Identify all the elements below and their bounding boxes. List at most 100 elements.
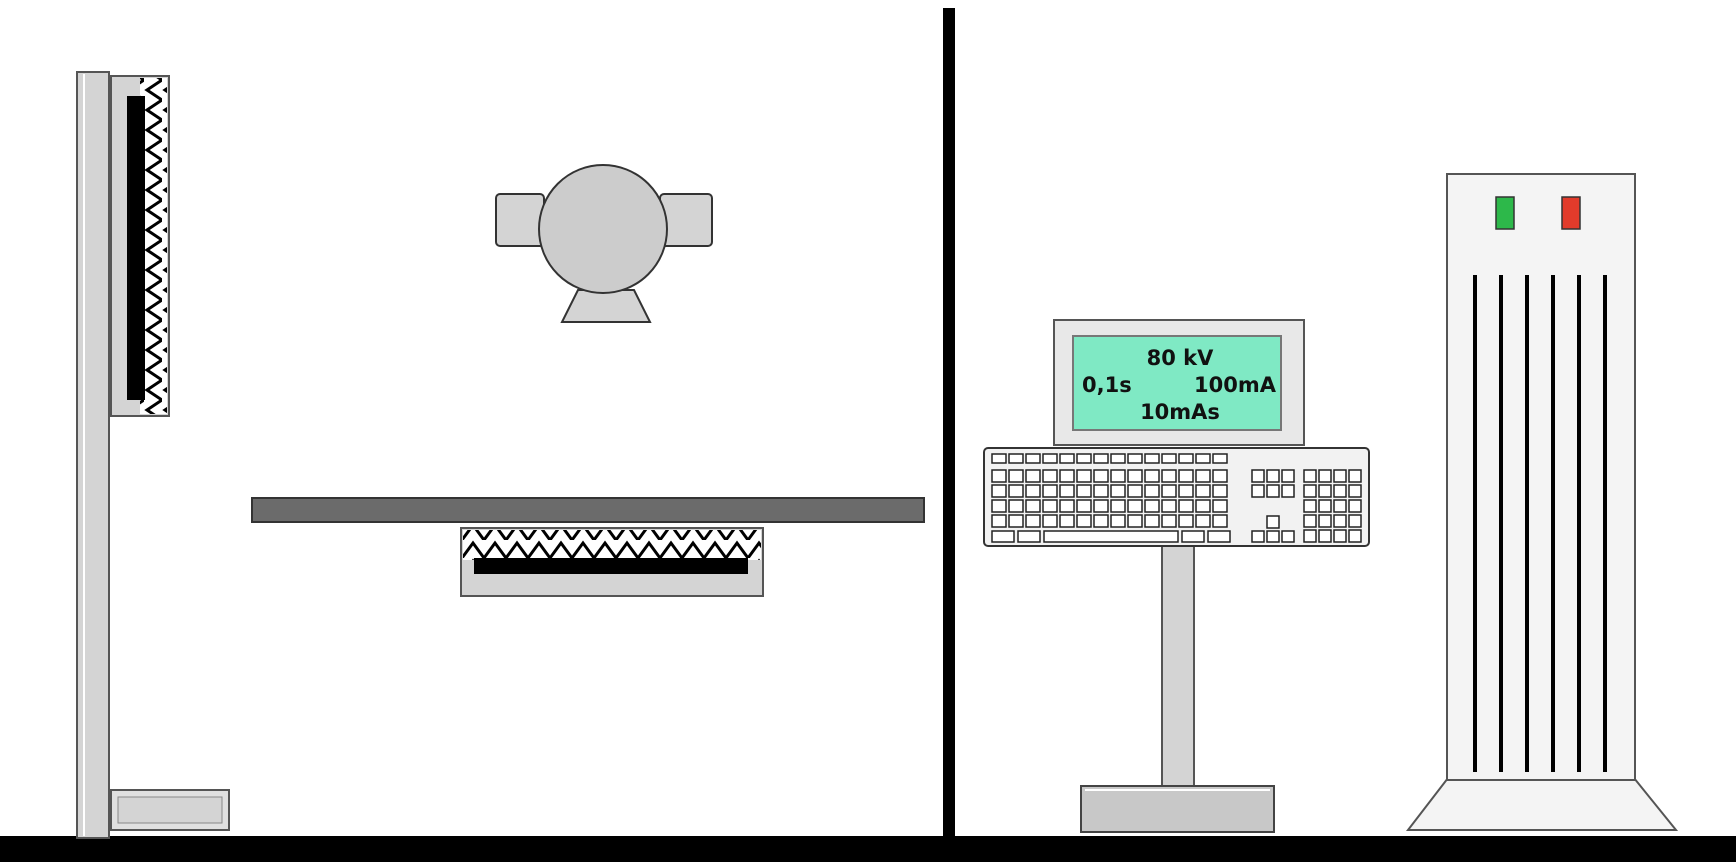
keyboard-key: [1318, 514, 1332, 528]
keyboard-key: [1008, 453, 1024, 464]
keyboard-key: [1161, 453, 1177, 464]
keyboard-key: [1042, 484, 1058, 498]
keyboard-key: [1266, 530, 1280, 543]
keyboard-key: [1144, 484, 1160, 498]
keyboard-key: [1059, 453, 1075, 464]
console-base: [1080, 785, 1275, 833]
keyboard-key: [1212, 484, 1228, 498]
keyboard-key: [991, 453, 1007, 464]
keyboard-key: [1195, 469, 1211, 483]
keyboard-key: [1333, 484, 1347, 498]
keyboard-key: [991, 484, 1007, 498]
keyboard-key: [1025, 484, 1041, 498]
keyboard-key: [1008, 499, 1024, 513]
keyboard-key: [1110, 514, 1126, 528]
keyboard-key: [1076, 453, 1092, 464]
keyboard-key: [1333, 529, 1347, 543]
keyboard-key: [1181, 530, 1205, 543]
keyboard-key: [1212, 453, 1228, 464]
keyboard-key: [1303, 469, 1317, 483]
keyboard-key: [991, 469, 1007, 483]
keyboard-key: [1127, 514, 1143, 528]
tube-collar-right: [659, 193, 713, 247]
keyboard-key: [1281, 484, 1295, 498]
keyboard-key: [1076, 469, 1092, 483]
keyboard-key: [991, 530, 1015, 543]
keyboard-key: [1251, 469, 1265, 483]
keyboard-key: [1348, 514, 1362, 528]
keyboard-key: [1042, 453, 1058, 464]
keyboard-key: [1212, 469, 1228, 483]
keyboard-key: [1178, 484, 1194, 498]
table-detector-grid: [463, 530, 761, 560]
keyboard-key: [1318, 469, 1332, 483]
keyboard-key: [1207, 530, 1231, 543]
tube-collimator: [560, 289, 652, 323]
keyboard-key: [1008, 469, 1024, 483]
keyboard-key: [1144, 499, 1160, 513]
lcd-mas: 10mAs: [1140, 400, 1220, 424]
keyboard-key: [1008, 514, 1024, 528]
keyboard-key: [1333, 514, 1347, 528]
keyboard-key: [1042, 514, 1058, 528]
keyboard-key: [1110, 484, 1126, 498]
keyboard-key: [1076, 499, 1092, 513]
wall-bucky-stand: [76, 71, 230, 839]
keyboard-key: [1266, 515, 1280, 529]
table-detector-plate: [474, 558, 748, 574]
keyboard-key: [1178, 514, 1194, 528]
console-pedestal: [1161, 544, 1195, 788]
keyboard-key: [1144, 514, 1160, 528]
tube-housing: [538, 164, 668, 294]
patient-table-top: [251, 497, 925, 523]
keyboard-key: [1093, 484, 1109, 498]
keyboard-key: [1281, 530, 1295, 543]
keyboard-key: [1059, 484, 1075, 498]
keyboard-key: [1195, 514, 1211, 528]
keyboard-key: [1212, 499, 1228, 513]
keyboard-key: [1178, 453, 1194, 464]
keyboard-key: [1076, 514, 1092, 528]
keyboard-key: [1333, 469, 1347, 483]
keyboard-key: [1348, 484, 1362, 498]
keyboard-key: [1195, 453, 1211, 464]
keyboard-key: [1161, 514, 1177, 528]
keyboard-key: [1303, 484, 1317, 498]
keyboard-key: [1127, 469, 1143, 483]
keyboard-key: [1093, 499, 1109, 513]
keyboard-key: [1042, 469, 1058, 483]
keyboard-key: [1161, 469, 1177, 483]
generator-base: [1405, 777, 1679, 831]
keyboard-key: [1093, 469, 1109, 483]
keyboard-key: [1144, 453, 1160, 464]
keyboard-key: [1348, 499, 1362, 513]
keyboard-key: [991, 514, 1007, 528]
keyboard-key: [1281, 469, 1295, 483]
keyboard-icon: [983, 447, 1370, 547]
keyboard-key: [1127, 484, 1143, 498]
indicator-red-light: [1561, 196, 1581, 230]
wall-detector-plate: [127, 96, 145, 400]
keyboard-key: [1178, 469, 1194, 483]
keyboard-key: [1251, 530, 1265, 543]
keyboard-key: [1161, 499, 1177, 513]
keyboard-key: [1110, 453, 1126, 464]
control-room-wall: [943, 8, 955, 838]
keyboard-key: [1348, 469, 1362, 483]
lcd-current: 100mA: [1194, 373, 1277, 397]
lcd-screen: [1072, 335, 1282, 431]
keyboard-key: [1025, 514, 1041, 528]
wall-stand-column: [76, 71, 110, 839]
floor: [0, 836, 1736, 862]
keyboard-key: [1195, 484, 1211, 498]
keyboard-key: [1348, 529, 1362, 543]
keyboard-key: [1110, 499, 1126, 513]
keyboard-key: [1025, 453, 1041, 464]
indicator-green-light: [1495, 196, 1515, 230]
keyboard-key: [1266, 484, 1280, 498]
keyboard-key: [1093, 514, 1109, 528]
operator-console: 80 kV 0,1s 100mA 10mAs: [983, 319, 1370, 833]
keyboard-key: [1059, 469, 1075, 483]
keyboard-key: [1127, 453, 1143, 464]
